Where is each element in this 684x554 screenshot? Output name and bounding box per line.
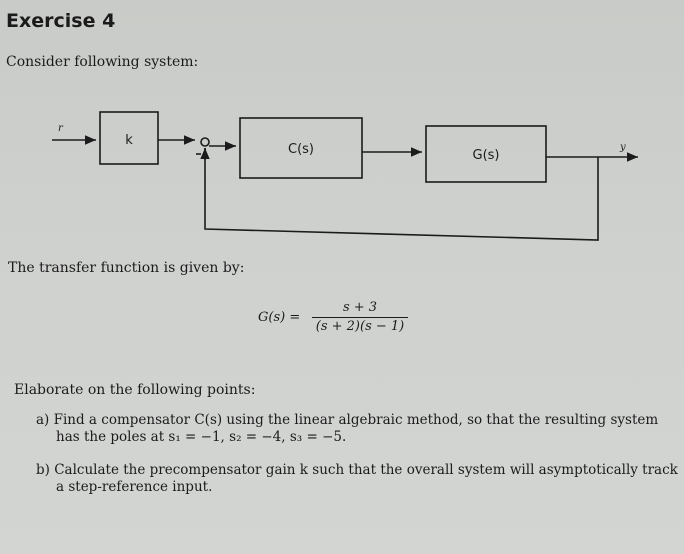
equation-numerator: s + 3 [342,300,378,315]
point-a-line2: has the poles at s₁ = −1, s₂ = −4, s₃ = … [56,429,347,445]
feedback-path [204,148,599,241]
plant-block-label: G(s) [473,148,500,163]
output-label: y [619,142,626,153]
input-label: r [58,123,64,134]
controller-block-label: C(s) [288,142,314,157]
gain-block [99,111,159,165]
equation-fraction: s + 3 (s + 2)(s − 1) [312,300,408,335]
gain-block-label: k [125,133,133,148]
exercise-title: Exercise 4 [6,10,116,32]
equation-denominator: (s + 2)(s − 1) [315,319,405,334]
equation-lhs: G(s) = [258,310,301,325]
point-b-line2: a step-reference input. [56,479,213,495]
controller-block [239,117,363,179]
fraction-bar [312,317,408,318]
block-diagram: r y k C(s) G(s) [52,111,638,241]
point-a-line1: a) Find a compensator C(s) using the lin… [36,412,659,428]
point-b-line1: b) Calculate the precompensator gain k s… [36,462,678,478]
elaborate-heading: Elaborate on the following points: [14,382,256,398]
intro-text: Consider following system: [6,54,199,70]
transfer-function-intro: The transfer function is given by: [8,260,245,276]
summing-junction [200,137,210,147]
plant-block [425,125,547,183]
